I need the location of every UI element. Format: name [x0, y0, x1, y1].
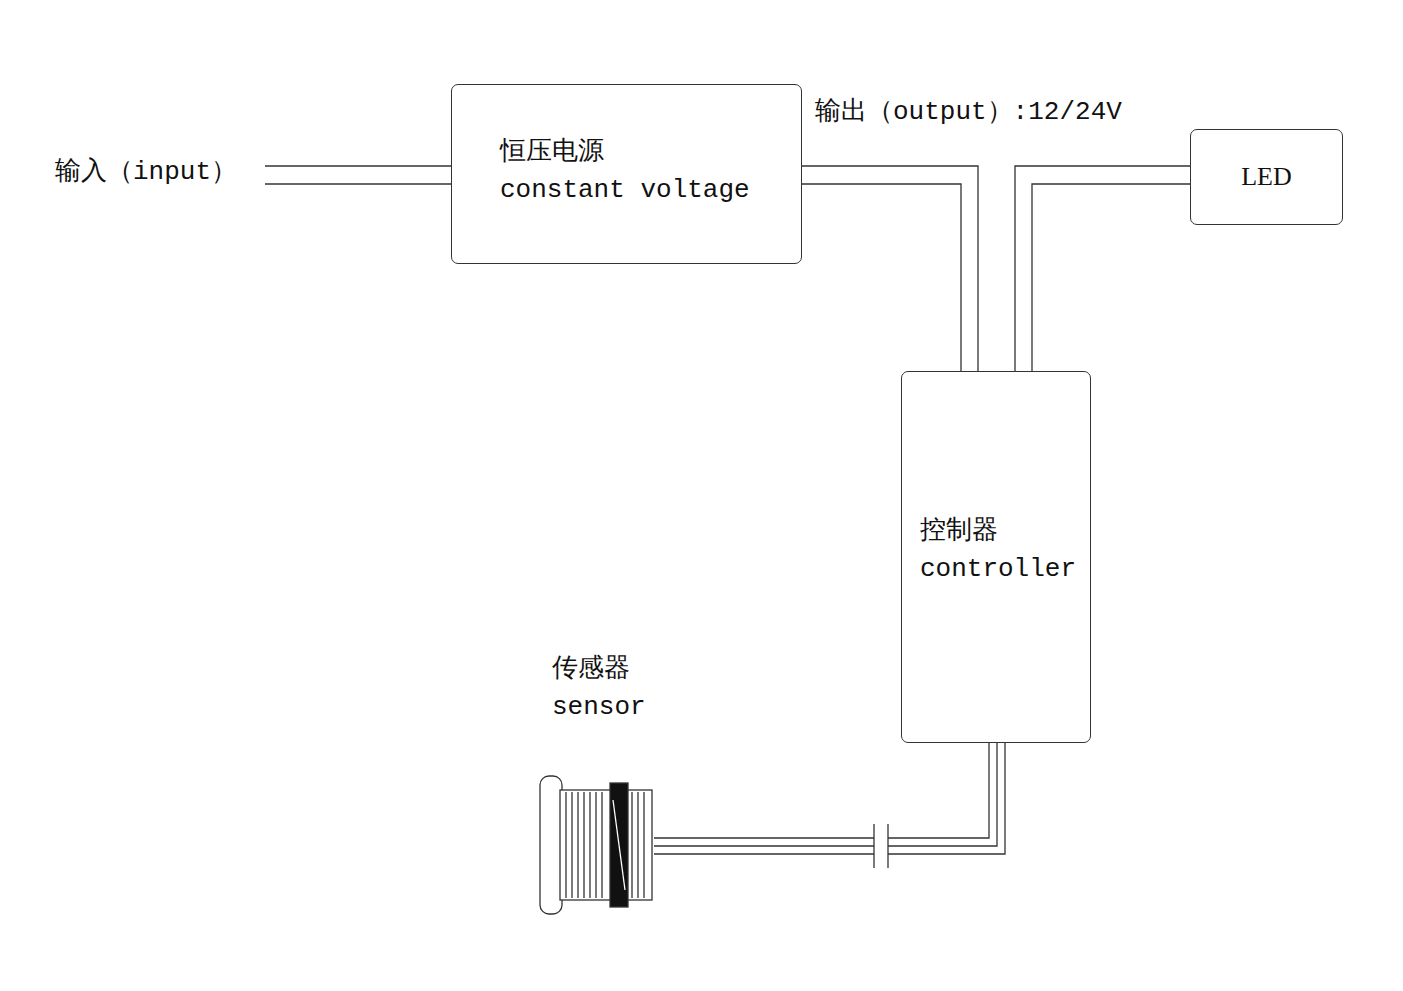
wire-line	[654, 743, 989, 838]
break-line	[887, 824, 888, 868]
thread-line	[565, 792, 566, 898]
wire-line	[1032, 184, 1190, 371]
thread-line	[595, 792, 596, 898]
connector	[802, 166, 978, 371]
thread-line	[631, 792, 632, 898]
thread-line	[583, 792, 584, 898]
wire-line	[1015, 166, 1190, 371]
thread-line	[643, 792, 644, 898]
cable-break-mark	[874, 824, 888, 868]
thread-line	[601, 792, 602, 898]
nut-highlight	[613, 800, 625, 890]
node-title: 传感器	[552, 650, 660, 688]
cable-gap	[874, 826, 888, 866]
connector	[1015, 166, 1190, 371]
connector-group	[654, 166, 1190, 854]
led-box: LED	[1190, 129, 1343, 225]
sensor-flange	[540, 776, 562, 914]
sensor-nut	[610, 783, 628, 907]
input-wire	[265, 166, 451, 184]
connector	[654, 743, 1005, 854]
sensor-body	[560, 790, 652, 900]
wire-line	[802, 184, 961, 371]
node-title: 控制器	[920, 512, 1084, 550]
input-wire-line	[265, 165, 451, 166]
node-title: 恒压电源	[500, 133, 791, 171]
node-subtitle: constant voltage	[500, 171, 791, 209]
controller-box: 控制器controller	[901, 371, 1091, 743]
wire-line	[654, 743, 1005, 854]
thread-line	[637, 792, 638, 898]
output-label: 输出（output）:12/24V	[815, 95, 1122, 129]
thread-line	[577, 792, 578, 898]
node-subtitle: controller	[920, 550, 1084, 588]
break-line	[873, 824, 874, 868]
wire-line	[802, 166, 978, 371]
input-wire-line	[265, 183, 451, 184]
power-supply-box: 恒压电源constant voltage	[451, 84, 802, 264]
thread-line	[589, 792, 590, 898]
sensor-symbol	[538, 650, 660, 918]
wire-line	[654, 743, 997, 846]
node-subtitle: sensor	[552, 688, 660, 726]
node-title: LED	[1241, 158, 1292, 196]
input-label: 输入（input）	[55, 155, 237, 189]
thread-line	[571, 792, 572, 898]
sensor-node: 传感器sensor	[538, 650, 660, 918]
